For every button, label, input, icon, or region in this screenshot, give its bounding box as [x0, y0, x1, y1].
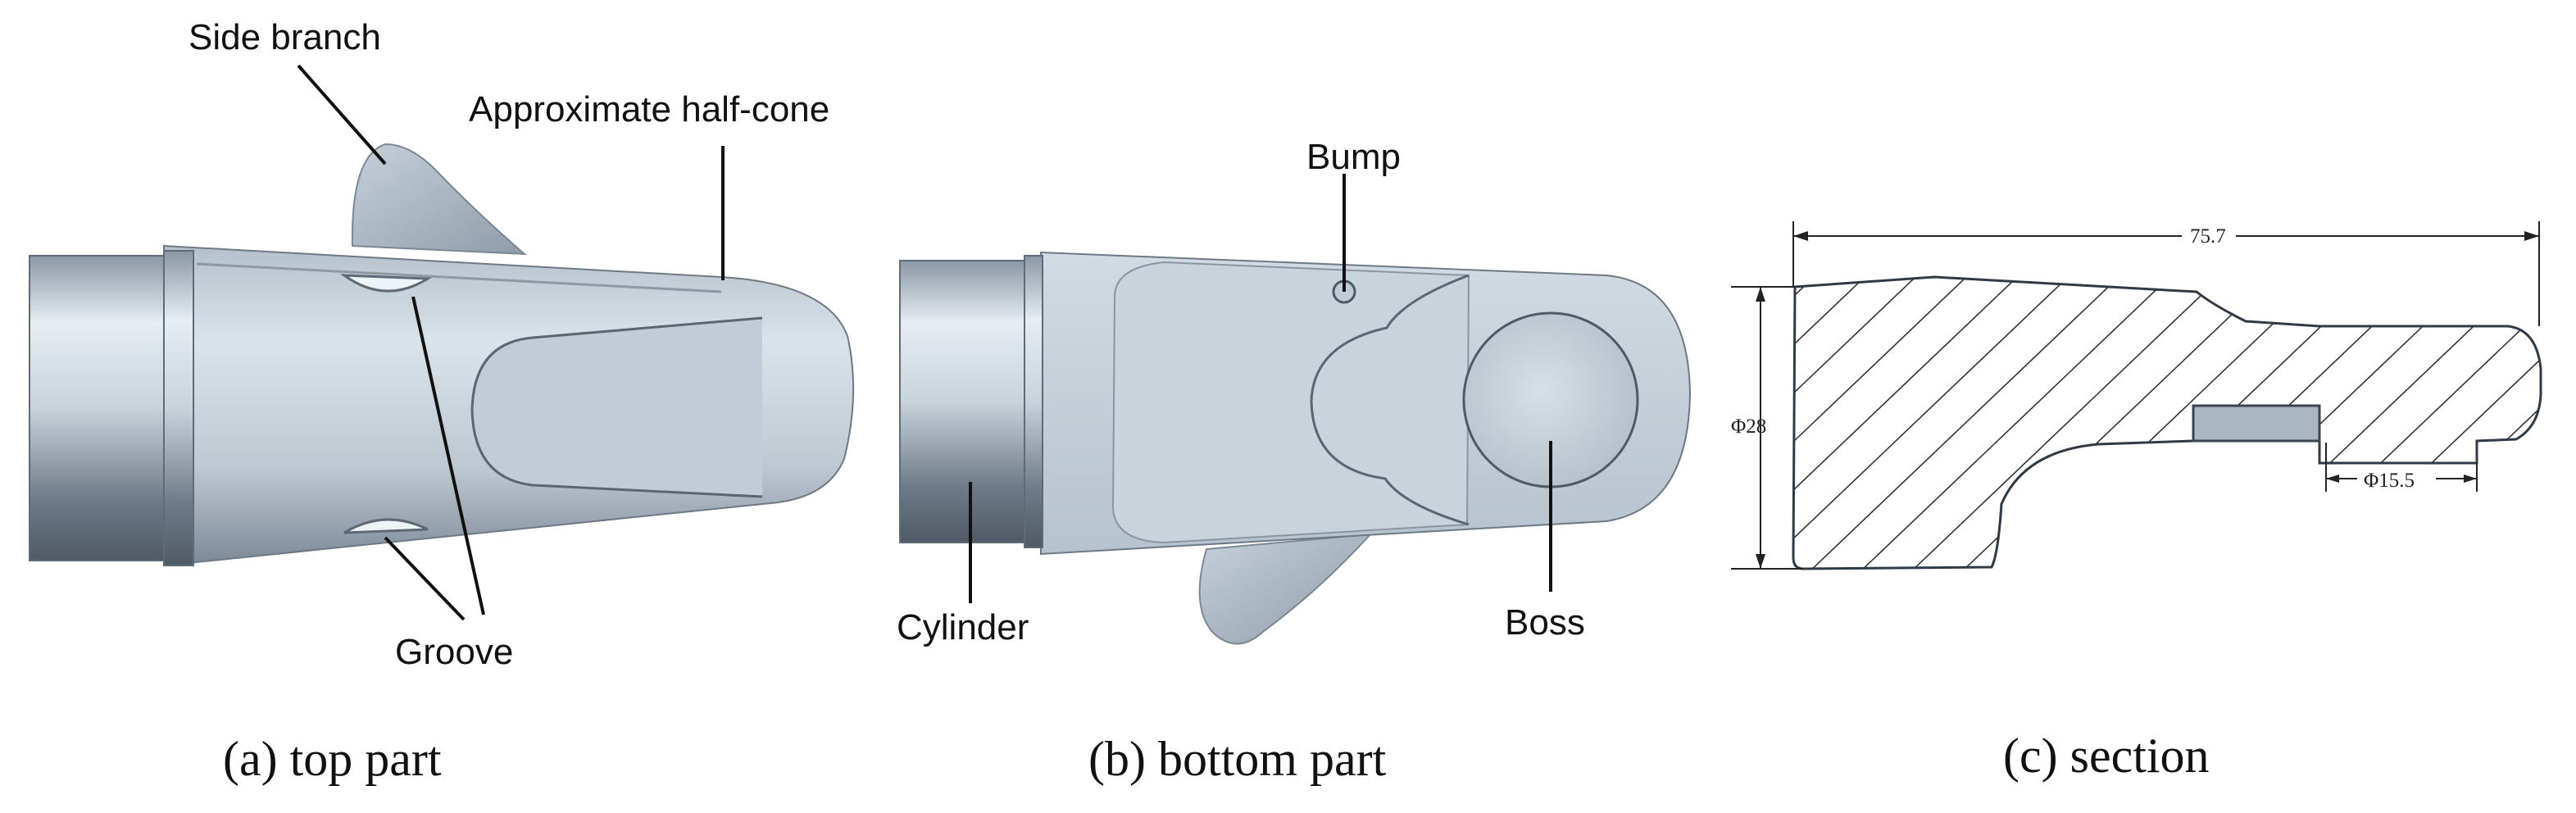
side-branch-shape: [351, 143, 527, 256]
groove-upper: [340, 274, 432, 293]
bottom-branch-shape: [1198, 533, 1373, 645]
diameter-dimension-value: Φ28: [1731, 416, 1766, 438]
groove-label: Groove: [395, 632, 513, 672]
groove-leader-lower: [384, 536, 466, 621]
half-cone-label: Approximate half-cone: [469, 89, 829, 129]
section-profile: [1793, 277, 2541, 569]
groove-leader-upper: [411, 296, 485, 615]
hatch-line: [1793, 277, 1983, 569]
hatch-line: [2552, 262, 2576, 590]
boss-label: Boss: [1505, 602, 1585, 643]
bottom-part-render: [899, 251, 1692, 645]
length-dimension-value: 75.7: [2190, 225, 2226, 248]
hatch-line: [1840, 277, 2186, 569]
hatch-line: [1793, 277, 1932, 569]
groove-lower: [343, 518, 429, 534]
cylinder-label: Cylinder: [897, 607, 1029, 647]
bore-pocket: [2192, 404, 2321, 443]
hatch-line: [1793, 277, 2033, 569]
top-part-caption: (a) top part: [223, 732, 442, 786]
section-caption: (c) section: [2003, 729, 2210, 783]
hatch-line: [1793, 277, 2084, 569]
top-part-render: [29, 143, 855, 567]
u-cutout: [1310, 274, 1470, 526]
bore-dimension-value: Φ15.5: [2364, 470, 2415, 492]
u-recess: [470, 316, 763, 498]
top-part-panel: Side branch Approximate half-cone Groove…: [29, 17, 855, 786]
raised-plate: [1111, 261, 1470, 544]
bottom-part-panel: Bump Cylinder Boss (b) bottom part: [897, 137, 1692, 786]
bump-label: Bump: [1306, 137, 1401, 177]
side-branch-leader: [297, 64, 387, 166]
hatch-line: [1793, 277, 1881, 569]
hatch-line: [1793, 277, 2135, 569]
side-branch-label: Side branch: [189, 17, 381, 57]
bottom-part-caption: (b) bottom part: [1088, 732, 1387, 786]
hatch-line: [1891, 277, 2237, 569]
